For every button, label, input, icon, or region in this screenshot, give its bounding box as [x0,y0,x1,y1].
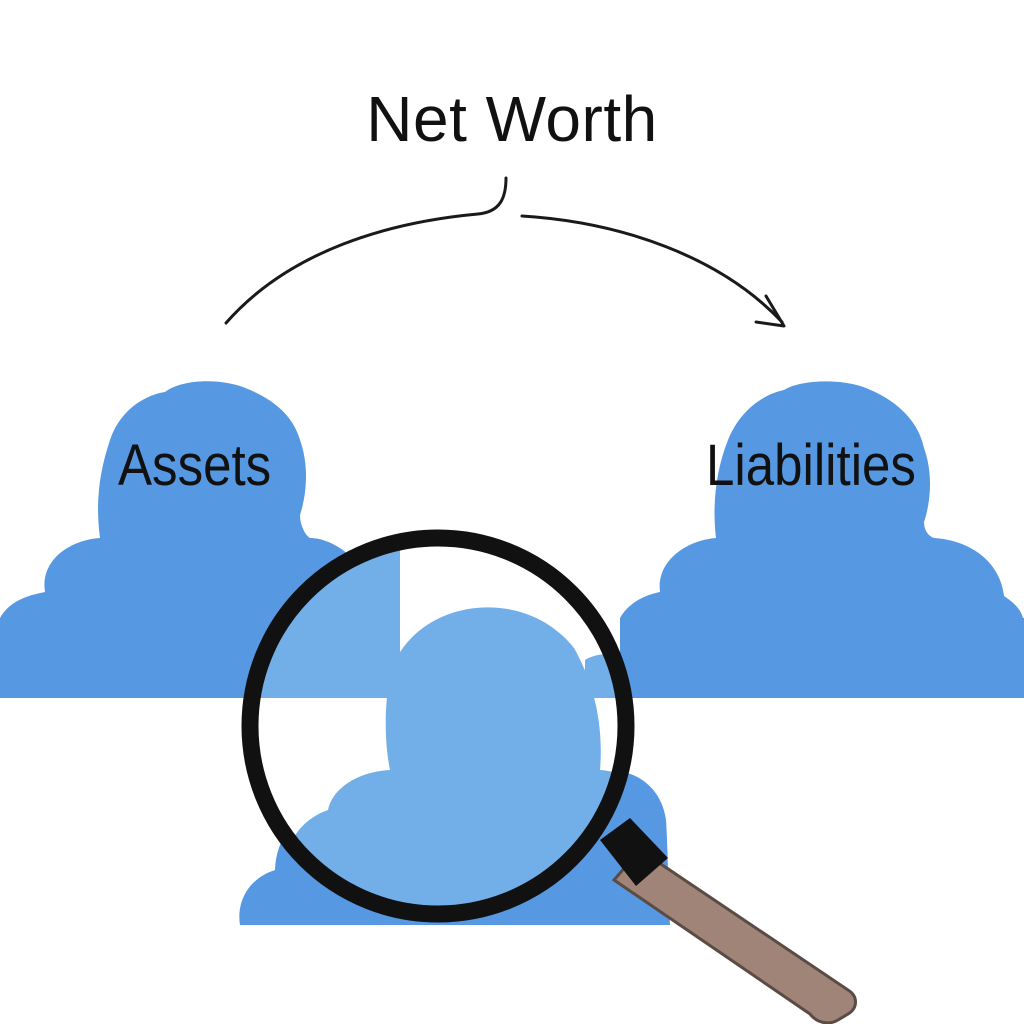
magnifier-neck [600,818,668,886]
magnifying-glass-icon [241,529,857,1024]
magnifier-lens-ring [241,529,635,923]
net-worth-arrow [224,176,786,328]
liabilities-cloud [620,381,1024,698]
assets-label: Assets [118,433,272,498]
liabilities-label: Liabilities [706,433,916,498]
arrow-left-branch [224,176,508,325]
magnifier-handle [611,848,857,1024]
arrow-right-branch [520,214,784,324]
arrow-head [754,294,786,328]
diagram-title: Net Worth [366,83,658,155]
lens-magnified-view [250,538,626,914]
